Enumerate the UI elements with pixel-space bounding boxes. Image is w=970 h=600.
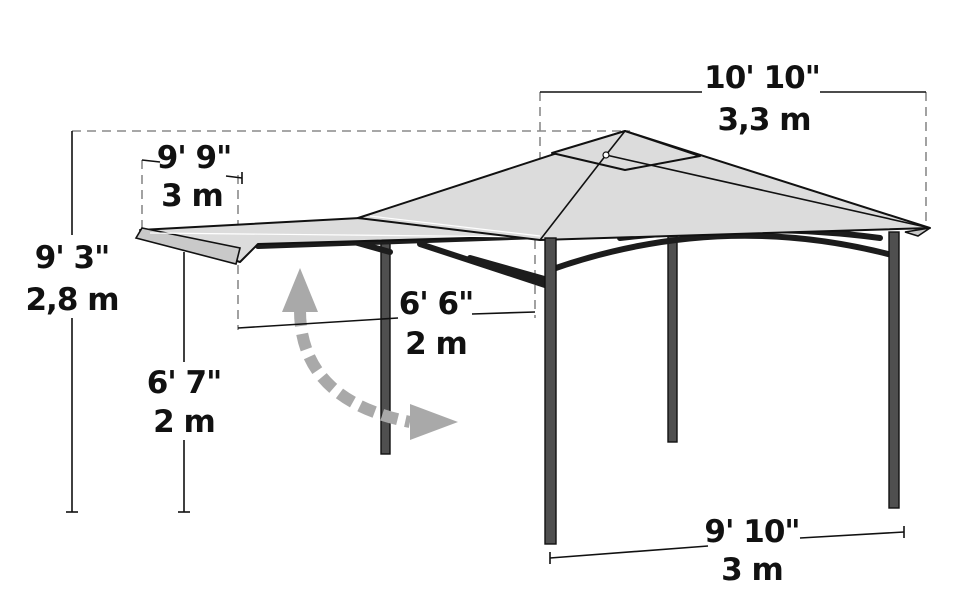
awning-height-metric: 2 m	[153, 404, 215, 440]
awning-height-imperial: 6' 7"	[147, 365, 222, 401]
awning-depth-line-left	[237, 317, 399, 329]
awning-depth-imperial: 6' 6"	[399, 286, 474, 322]
awning-width-line-left	[141, 159, 161, 163]
awning-panel	[134, 217, 541, 265]
dimension-labels: 10' 10" 3,3 m 9' 9" 3 m 9' 3" 2,8 m 6' 7…	[25, 60, 820, 588]
base-width-line-left	[549, 545, 709, 559]
awning-edge	[134, 227, 241, 265]
roof-apex-line	[605, 130, 626, 156]
awning-width-imperial: 9' 9"	[157, 140, 232, 176]
roof-vent-cap	[551, 130, 701, 171]
post-front-left	[544, 237, 557, 545]
post-back-middle	[667, 231, 678, 443]
base-width-imperial: 9' 10"	[704, 514, 799, 550]
awning-depth-metric: 2 m	[405, 326, 467, 362]
beam-awning-support	[467, 255, 551, 283]
roof-corner-flap	[904, 227, 931, 237]
dimension-lines	[66, 91, 926, 564]
total-height-imperial: 9' 3"	[35, 240, 110, 276]
arrow-body	[294, 309, 412, 428]
top-width-metric: 3,3 m	[717, 102, 810, 138]
roof-apex-knob	[602, 151, 610, 159]
awning-depth-line-right	[471, 311, 536, 315]
front-posts	[544, 231, 900, 545]
awning-seam	[149, 232, 536, 238]
beam-arch-front	[547, 232, 895, 273]
base-width-metric: 3 m	[721, 552, 783, 588]
post-front-right	[888, 231, 900, 509]
awning-width-metric: 3 m	[161, 178, 223, 214]
curved-dashed-arrow-icon	[282, 268, 458, 440]
awning-width-line-right	[225, 175, 243, 179]
arrow-head-right	[410, 404, 458, 440]
base-width-line-right	[799, 531, 905, 539]
top-width-imperial: 10' 10"	[704, 60, 820, 96]
total-height-metric: 2,8 m	[25, 282, 118, 318]
main-roof	[357, 130, 931, 241]
arrow-head-up	[282, 268, 318, 312]
roof-seam-left	[369, 215, 541, 237]
